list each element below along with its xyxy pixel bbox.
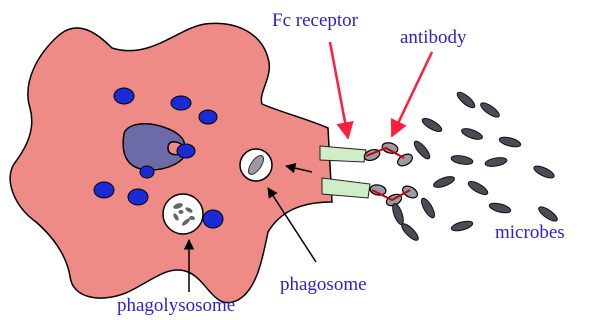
microbe xyxy=(455,90,477,110)
microbe xyxy=(484,156,507,168)
microbes-label: microbes xyxy=(495,222,565,243)
fc-receptor-label: Fc receptor xyxy=(272,10,359,31)
granule xyxy=(199,110,217,124)
antibody-label: antibody xyxy=(400,27,467,48)
antibody xyxy=(401,184,420,201)
microbe xyxy=(466,179,489,197)
microbe xyxy=(450,219,473,232)
fc-receptor-upper xyxy=(320,146,366,162)
granule xyxy=(94,182,114,198)
granule xyxy=(203,210,223,228)
microbe xyxy=(412,139,432,161)
microbe xyxy=(419,196,437,219)
microbe xyxy=(488,201,511,214)
microbes-group xyxy=(390,90,559,243)
phagolysosome-label: phagolysosome xyxy=(117,295,235,316)
microbe xyxy=(498,135,521,148)
granule xyxy=(177,144,195,158)
phagosome-label: phagosome xyxy=(280,274,367,295)
microbe xyxy=(537,204,560,223)
granule xyxy=(128,189,148,205)
antibodies xyxy=(363,141,420,208)
microbe xyxy=(450,154,473,166)
microbe xyxy=(460,126,483,141)
phagolysosome-vesicle xyxy=(163,194,203,234)
microbe xyxy=(420,116,443,134)
microbe xyxy=(390,202,405,225)
microbe xyxy=(479,100,502,119)
microbe xyxy=(399,221,420,242)
phagosome-vesicle xyxy=(240,149,272,181)
fc-receptor-pointer xyxy=(330,42,348,138)
granule xyxy=(171,96,191,110)
microbe xyxy=(432,174,455,189)
granule xyxy=(114,88,134,104)
granule xyxy=(140,166,154,178)
fc-receptor-lower xyxy=(322,178,370,198)
antibody xyxy=(369,184,386,197)
microbe xyxy=(532,164,555,181)
